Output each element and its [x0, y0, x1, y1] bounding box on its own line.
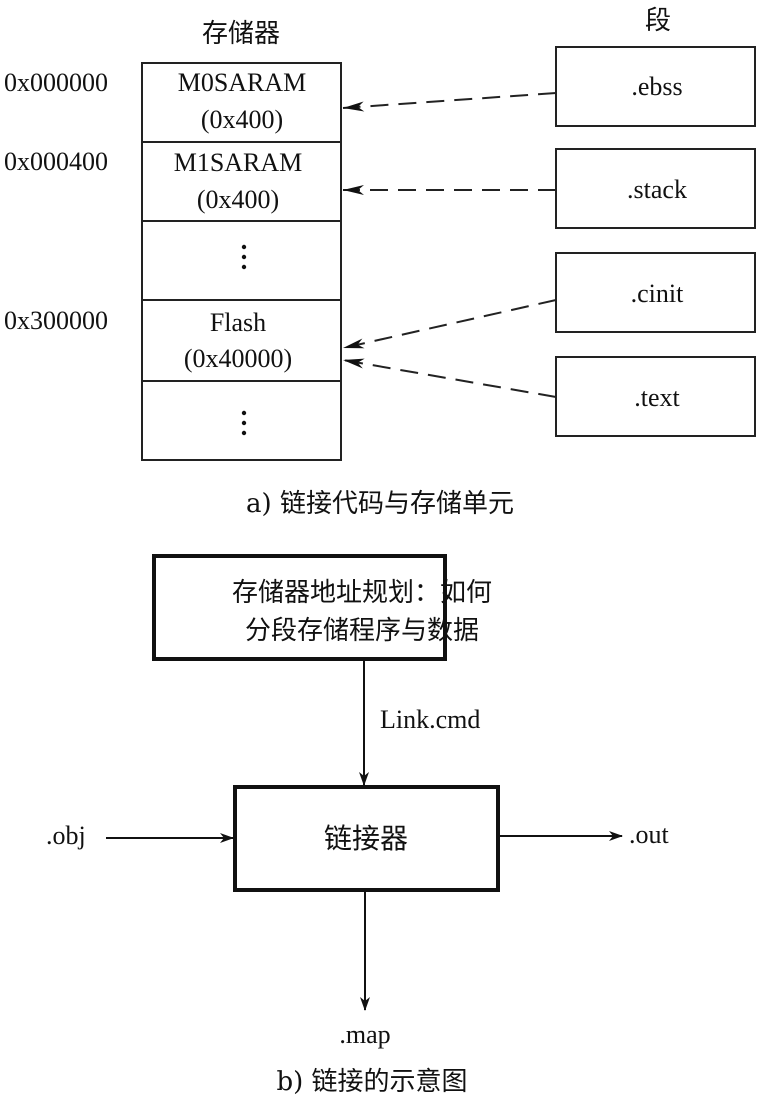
block-name: Flash	[210, 308, 266, 337]
section-name: .ebss	[631, 72, 682, 101]
cinit-mapping-arrow	[342, 299, 557, 349]
text-mapping-arrow	[342, 358, 557, 398]
memory-plan-box: 存储器地址规划：如何 分段存储程序与数据	[152, 554, 492, 661]
caption-a: a) 链接代码与存储单元	[246, 489, 514, 519]
memory-block-m0saram: M0SARAM (0x400)	[178, 68, 307, 134]
plan-line-2: 分段存储程序与数据	[245, 616, 479, 646]
block-size: (0x400)	[201, 105, 283, 134]
block-size: (0x400)	[197, 185, 279, 214]
memory-block-flash: Flash (0x40000)	[184, 308, 292, 373]
block-name: M0SARAM	[178, 68, 307, 97]
memory-title: 存储器	[202, 19, 280, 49]
plan-line-1: 存储器地址规划：如何	[232, 578, 492, 608]
section-box-stack: .stack	[555, 148, 756, 229]
address-label: 0x300000	[4, 306, 108, 335]
block-size: (0x40000)	[184, 344, 292, 373]
memory-block-ellipsis-1	[241, 244, 247, 270]
memory-block-ellipsis-2	[241, 410, 247, 436]
section-box-text: .text	[555, 356, 756, 437]
ebss-mapping-arrow	[342, 92, 557, 112]
address-label: 0x000400	[4, 147, 108, 176]
memory-map: M0SARAM (0x400) M1SARAM (0x400) Flash (0…	[141, 62, 342, 461]
linker-label: 链接器	[324, 822, 408, 855]
linker-box: 链接器	[233, 785, 500, 892]
link-cmd-label: Link.cmd	[380, 705, 480, 734]
out-label: .out	[629, 820, 670, 849]
memory-block-m1saram: M1SARAM (0x400)	[174, 148, 303, 214]
section-title: 段	[645, 6, 671, 36]
map-label: .map	[339, 1020, 390, 1049]
section-box-ebss: .ebss	[555, 46, 756, 127]
section-name: .text	[634, 383, 680, 412]
section-name: .stack	[627, 175, 687, 204]
caption-b: b) 链接的示意图	[276, 1067, 467, 1097]
section-box-cinit: .cinit	[555, 252, 756, 333]
section-name: .cinit	[631, 279, 684, 308]
block-name: M1SARAM	[174, 148, 303, 177]
address-label: 0x000000	[4, 68, 108, 97]
obj-label: .obj	[46, 821, 86, 850]
